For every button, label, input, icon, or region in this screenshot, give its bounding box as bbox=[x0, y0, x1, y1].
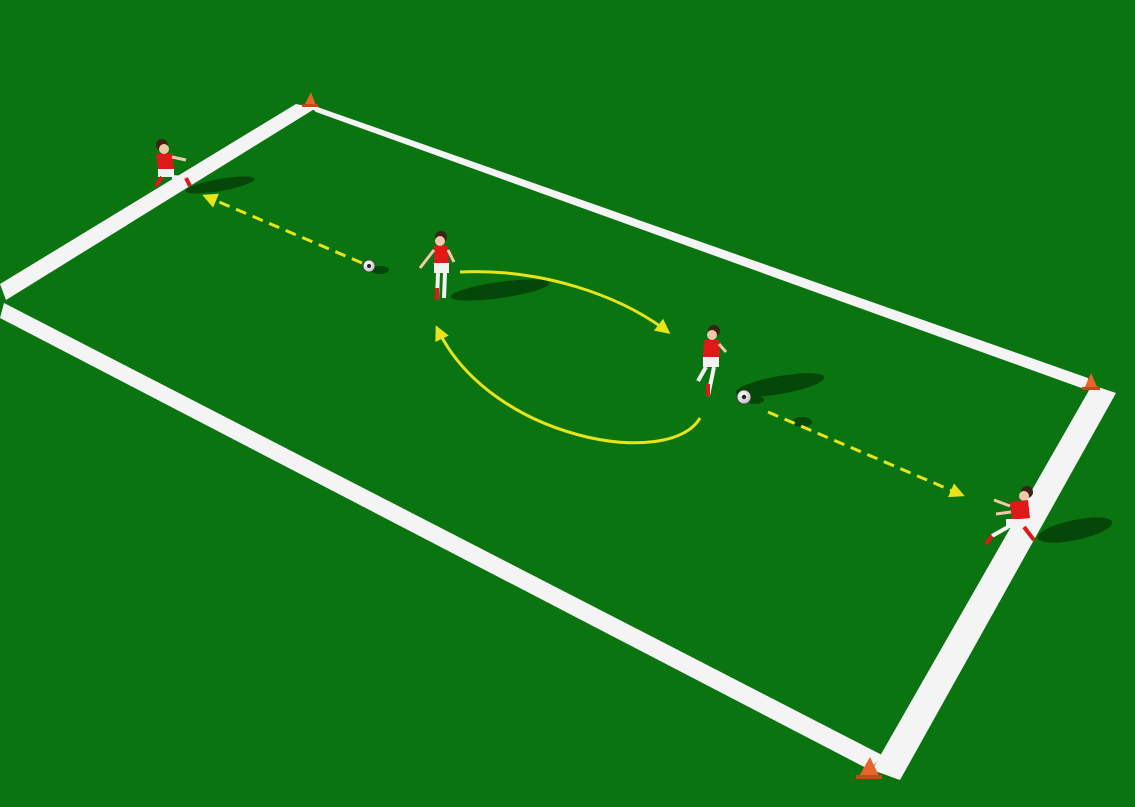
ball-left-icon bbox=[363, 260, 375, 272]
ball-right-icon bbox=[737, 390, 751, 404]
